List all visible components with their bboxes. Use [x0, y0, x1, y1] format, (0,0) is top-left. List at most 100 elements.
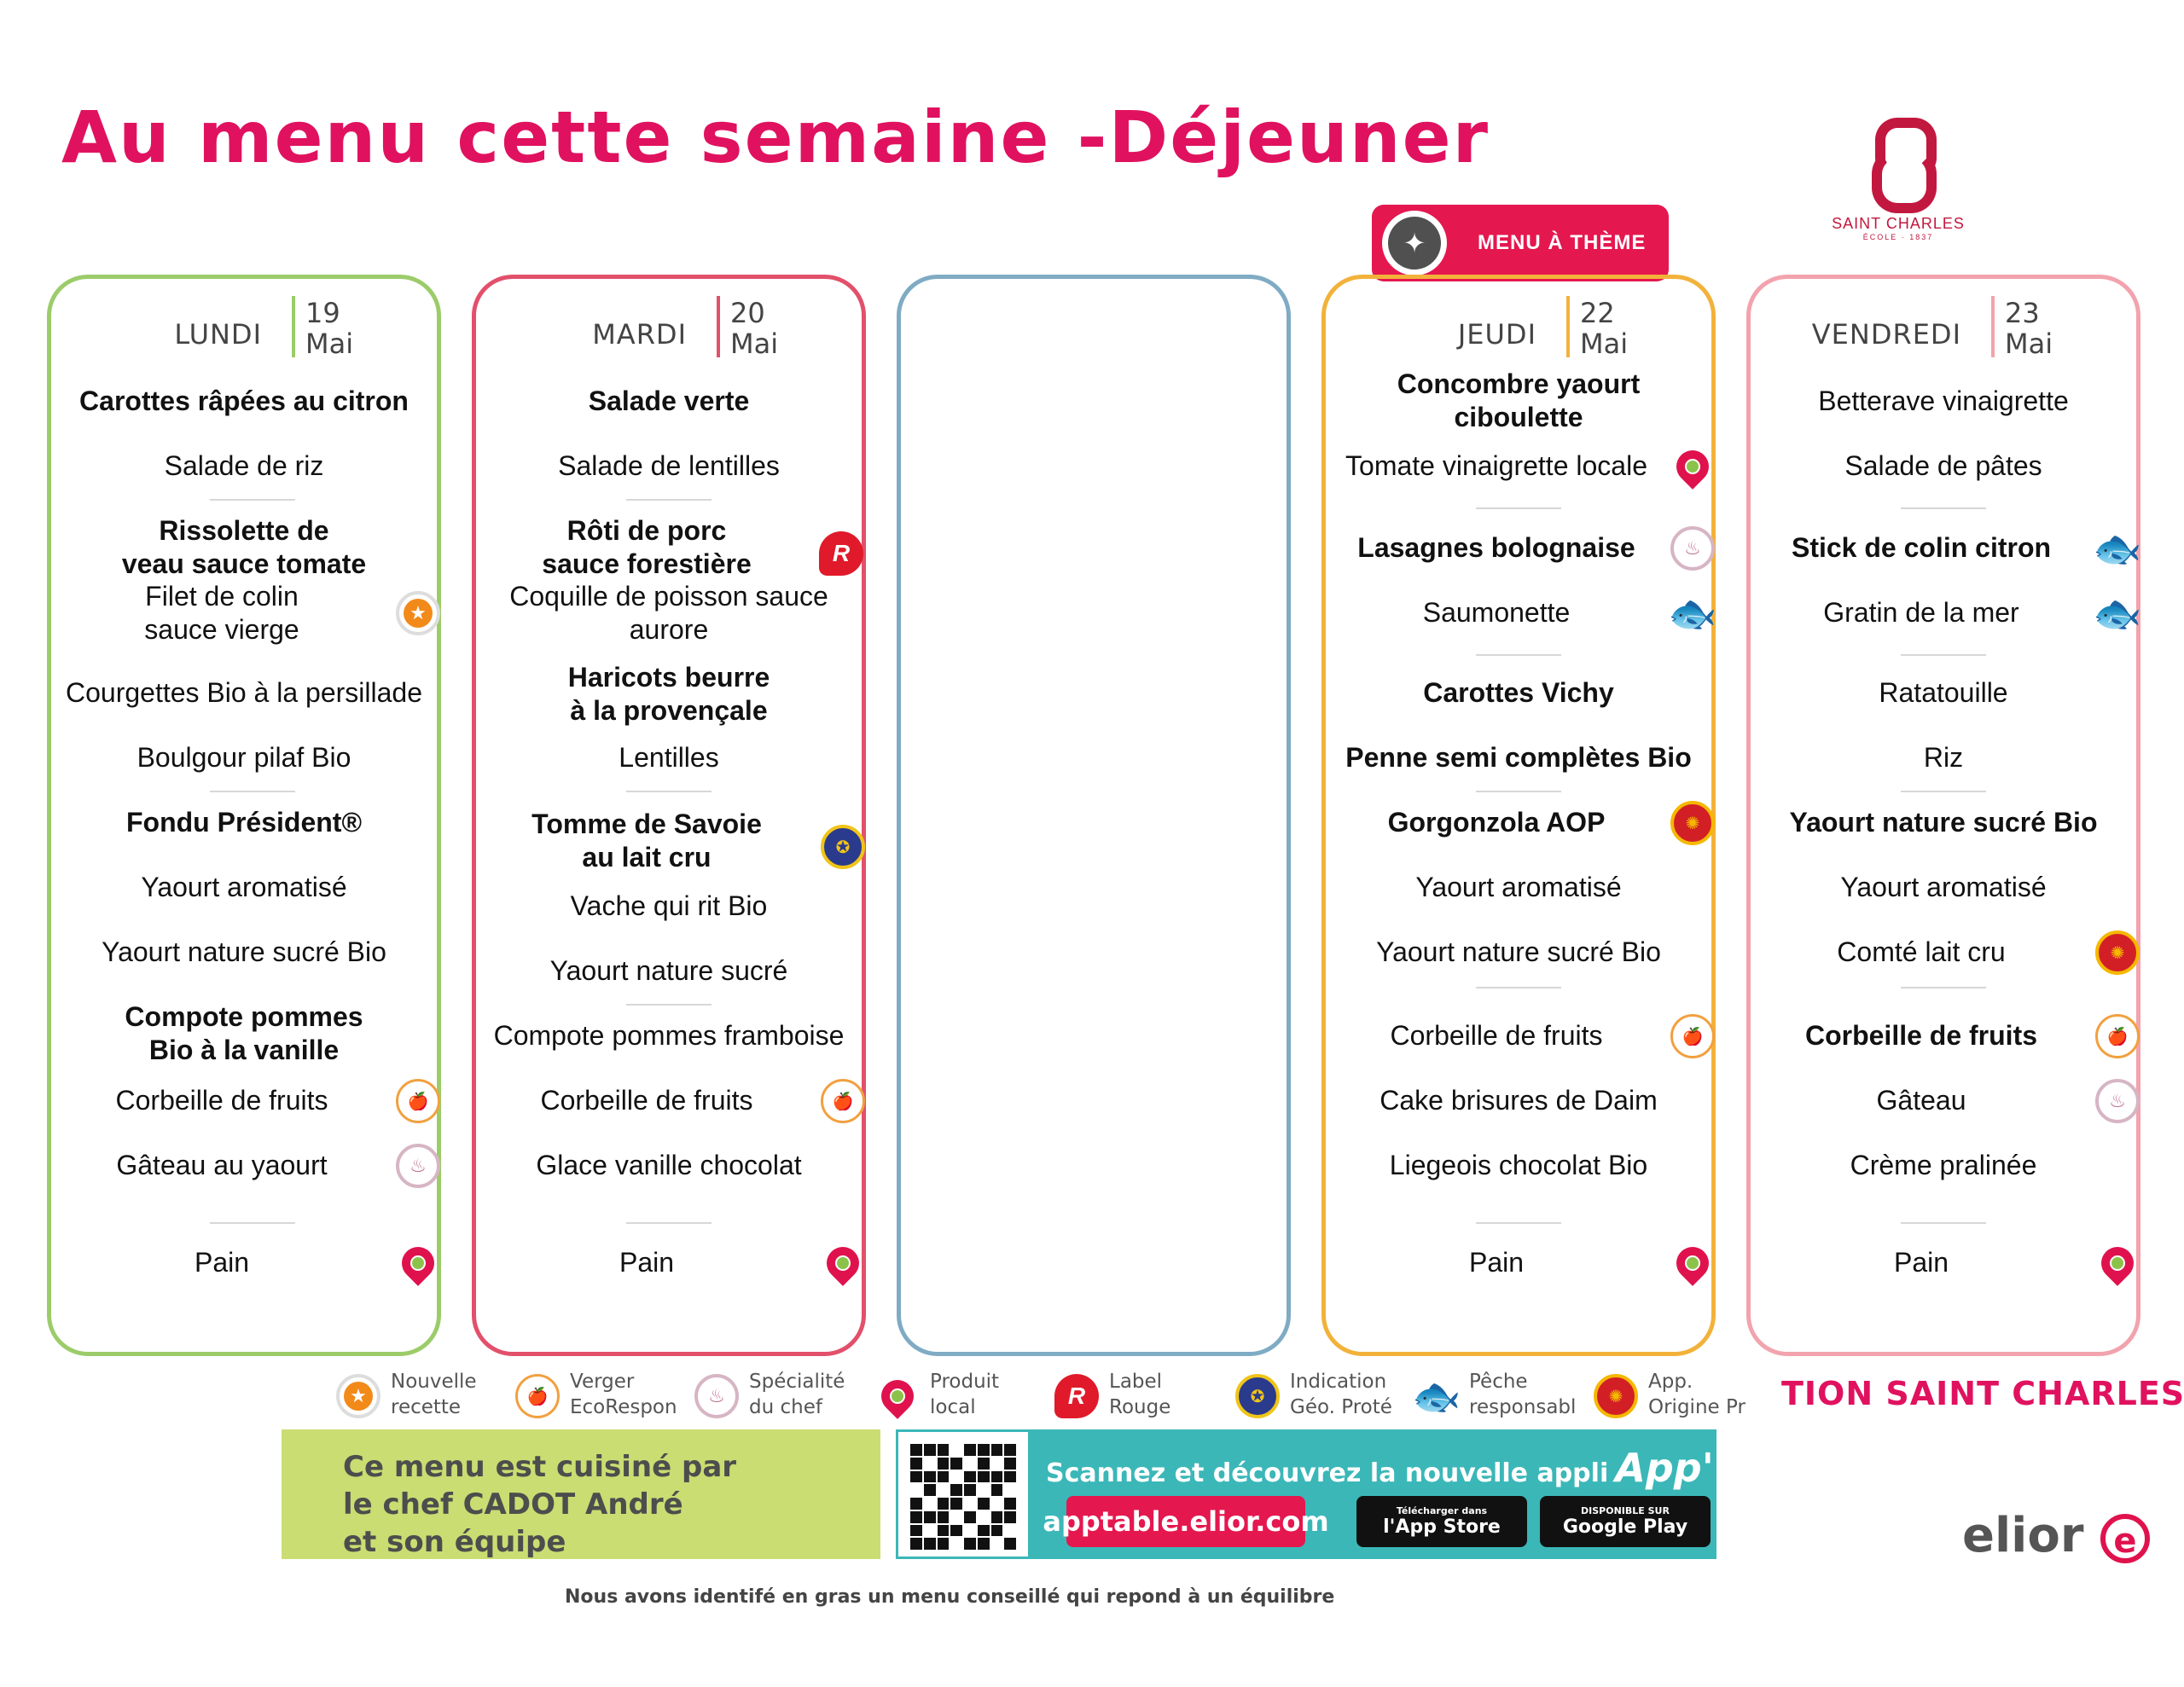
menu-item: Gorgonzola AOP	[1387, 807, 1606, 838]
menu-item: Crème pralinée	[1850, 1150, 2037, 1180]
separator	[210, 1222, 295, 1224]
local-product-icon	[1670, 1240, 1716, 1286]
menu-item: Carottes Vichy	[1423, 677, 1614, 708]
app-prompt-text: Scannez et découvrez la nouvelle appli	[1046, 1458, 1609, 1488]
day-number: 22	[1580, 297, 1615, 329]
menu-item: Corbeille de fruits	[1804, 1020, 2038, 1051]
separator	[1476, 791, 1561, 792]
chef-line: le chef CADOT André	[343, 1487, 683, 1522]
local-product-icon	[820, 1240, 866, 1286]
menu-item: aurore	[629, 614, 709, 645]
app-store-button[interactable]: Télécharger dans l'App Store	[1356, 1496, 1527, 1547]
fishing-icon: 🐟	[2093, 525, 2142, 571]
aop-icon: ✺	[1670, 801, 1715, 845]
day-month: Mai	[2005, 328, 2053, 360]
menu-item: Corbeille de fruits	[115, 1085, 328, 1116]
new-recipe-icon	[396, 591, 440, 635]
verger-icon: 🍎	[396, 1079, 440, 1123]
menu-item: Comté lait cru	[1837, 936, 2006, 967]
menu-item: Riz	[1923, 742, 1964, 773]
menu-item: Fondu Président®	[125, 807, 363, 838]
theme-banner-label: MENU À THÈME	[1478, 231, 1647, 254]
local-product-icon	[395, 1240, 441, 1286]
menu-item: Yaourt aromatisé	[1415, 872, 1622, 902]
separator	[1476, 654, 1561, 656]
menu-item: Yaourt aromatisé	[1840, 872, 2047, 902]
google-play-button[interactable]: DISPONIBLE SUR Google Play	[1540, 1496, 1711, 1547]
menu-item: Compote pommes framboise	[493, 1020, 845, 1051]
menu-item: Pain	[619, 1247, 675, 1278]
menu-item: Tomme de Savoie	[531, 809, 762, 839]
menu-item: sauce vierge	[144, 614, 299, 645]
day-month: Mai	[1580, 328, 1629, 360]
menu-item: Filet de colin	[145, 581, 299, 612]
separator	[626, 1004, 712, 1006]
saint-charles-mark	[1868, 111, 1937, 213]
separator	[1901, 791, 1986, 792]
establishment-name: TION SAINT CHARLES	[1781, 1375, 2184, 1412]
day-name: MARDI	[592, 318, 687, 351]
chef-info-box: Ce menu est cuisiné par le chef CADOT An…	[282, 1429, 880, 1559]
verger-icon: 🍎	[515, 1374, 560, 1418]
separator	[1476, 987, 1561, 988]
menu-item: Pain	[1468, 1247, 1525, 1278]
menu-item: Cake brisures de Daim	[1380, 1085, 1658, 1116]
separator	[1901, 1222, 1986, 1224]
balance-note: Nous avons identifé en gras un menu cons…	[565, 1586, 1335, 1608]
menu-item: Salade verte	[588, 386, 750, 416]
separator	[626, 791, 712, 792]
verger-icon: 🍎	[821, 1079, 865, 1123]
elior-e-icon: e	[2100, 1513, 2150, 1563]
menu-item: Saumonette	[1422, 597, 1571, 628]
verger-icon: 🍎	[1670, 1014, 1715, 1058]
app-url-button[interactable]: apptable.elior.com	[1043, 1496, 1329, 1547]
menu-item: Yaourt nature sucré Bio	[1789, 807, 2098, 838]
menu-item: ciboulette	[1454, 402, 1583, 432]
fishing-icon: 🐟	[2093, 590, 2142, 635]
separator	[210, 791, 295, 792]
menu-item: Penne semi complètes Bio	[1345, 742, 1692, 773]
menu-item: Bio à la vanille	[148, 1035, 340, 1065]
menu-item: Gratin de la mer	[1823, 597, 2019, 628]
elior-wordmark: elior	[1962, 1508, 2084, 1563]
menu-item: Vache qui rit Bio	[570, 890, 768, 921]
menu-item: Ratatouille	[1879, 677, 2008, 708]
fishing-icon: 🐟	[1668, 590, 1717, 635]
local-product-icon	[2094, 1240, 2140, 1286]
day-name: JEUDI	[1457, 318, 1536, 351]
app-brand: App' Table	[1615, 1445, 1844, 1491]
day-column-empty	[897, 275, 1291, 1356]
menu-item: Pain	[1893, 1247, 1949, 1278]
day-month: Mai	[730, 328, 779, 360]
menu-item: Glace vanille chocolat	[536, 1150, 802, 1180]
app-store-label: l'App Store	[1383, 1516, 1501, 1538]
day-divider	[1566, 296, 1570, 357]
local-product-icon	[1670, 443, 1716, 490]
day-name: VENDREDI	[1811, 318, 1961, 351]
menu-item: Corbeille de fruits	[540, 1085, 753, 1116]
separator	[1476, 507, 1561, 509]
day-number: 20	[730, 297, 765, 329]
aop-icon: ✺	[2095, 930, 2140, 975]
menu-item: Liegeois chocolat Bio	[1389, 1150, 1648, 1180]
google-play-label: Google Play	[1562, 1516, 1688, 1538]
separator	[1901, 507, 1986, 509]
new-recipe-icon	[336, 1374, 380, 1418]
day-number: 19	[305, 297, 340, 329]
menu-item: Yaourt nature sucré Bio	[102, 936, 386, 967]
menu-item: Lentilles	[619, 742, 719, 773]
google-play-small: DISPONIBLE SUR	[1581, 1505, 1670, 1516]
verger-icon: 🍎	[2095, 1014, 2140, 1058]
qr-code-icon[interactable]	[896, 1429, 1031, 1559]
